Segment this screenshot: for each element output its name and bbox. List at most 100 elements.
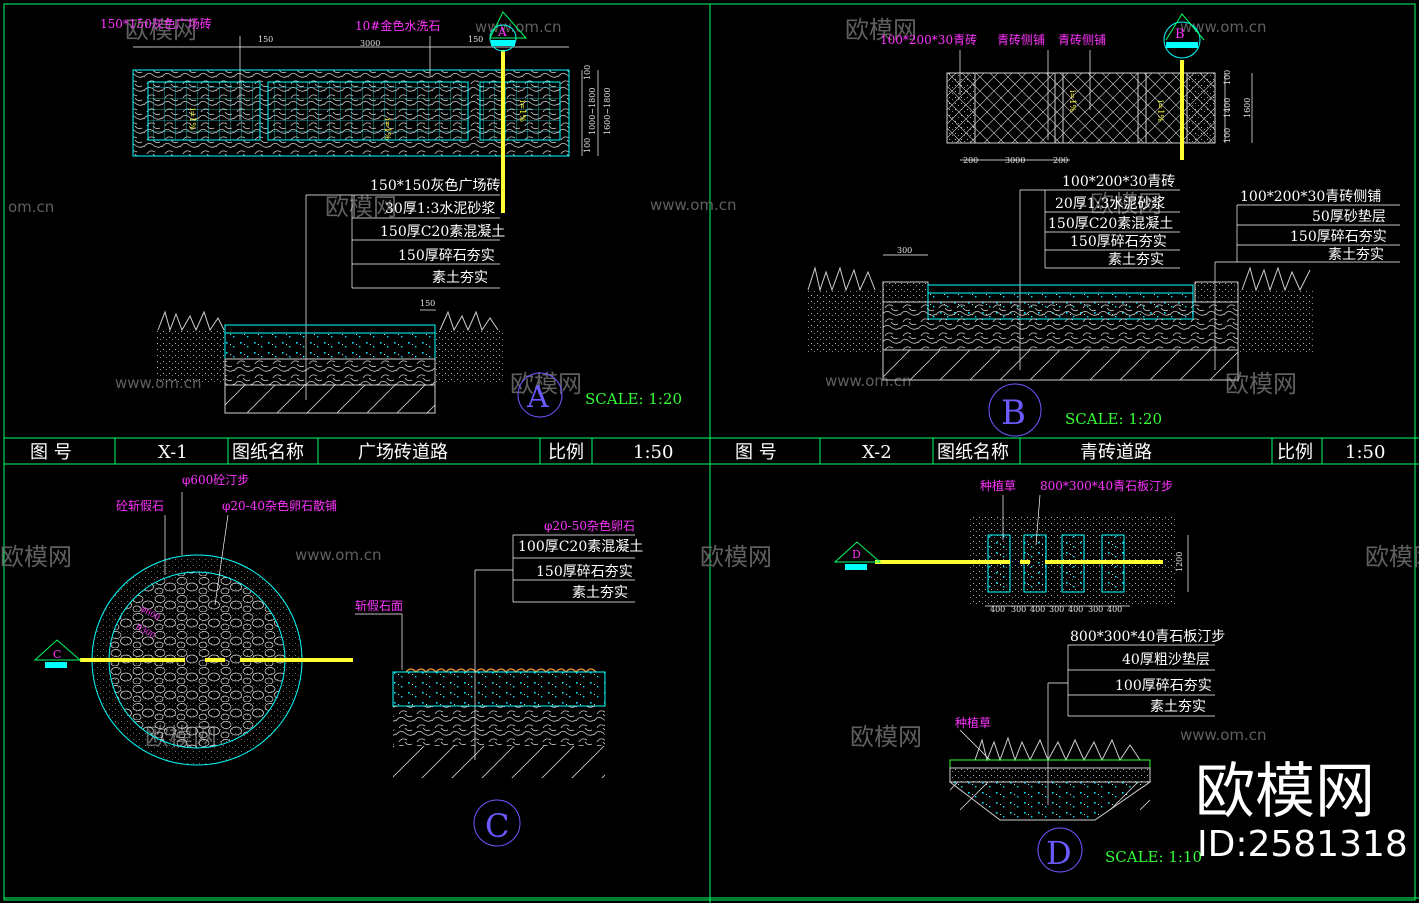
dim-d-4: 400 [1068, 605, 1083, 614]
layer-b-3: 150厚C20素混凝土 [1048, 216, 1173, 232]
label-d-grass: 种植草 [980, 478, 1016, 493]
layer-b-right-2: 50厚砂垫层 [1312, 209, 1386, 225]
layer-b-1: 100*200*30青砖 [1062, 174, 1175, 190]
section-a-concrete [224, 332, 436, 360]
panel-b-blue-brick-road: 100*200*30青砖 青砖侧铺 青砖侧铺 200 3000 200 100 … [807, 13, 1400, 437]
slope-a-1: i=1% [188, 108, 197, 130]
layer-b-4: 150厚碎石夯实 [1070, 234, 1167, 250]
dim-d-6: 400 [1107, 605, 1122, 614]
label-d-slab: 800*300*40青石板汀步 [1040, 479, 1173, 493]
section-b-brick-layer [927, 284, 1194, 294]
section-a-soil [224, 384, 436, 414]
layer-d-1: 800*300*40青石板汀步 [1070, 629, 1225, 645]
label-a-plaza-tile: 150*150灰色广场砖 [100, 16, 212, 31]
scale-d: SCALE: 1:10 [1105, 848, 1202, 866]
title-x2-label-no: 图 号 [735, 442, 777, 463]
title-x1-scale: 1:50 [633, 442, 673, 463]
watermark-site: www.om.cn [295, 546, 382, 564]
watermark-brand: 欧模网 [1090, 190, 1162, 218]
title-x2-name: 青砖道路 [1080, 442, 1152, 463]
slope-b-2: i=1% [1156, 100, 1165, 122]
watermark-site: om.cn [8, 198, 54, 216]
title-x2-scale: 1:50 [1345, 442, 1385, 463]
layer-a-4: 150厚碎石夯实 [398, 248, 495, 264]
dim-d-3: 300 [1049, 605, 1064, 614]
section-tag-c-circle [473, 799, 521, 847]
marker-d-letter: D [852, 548, 861, 561]
section-tag-a: A [526, 380, 549, 415]
plan-a-tile-field [267, 81, 469, 141]
dim-b-200b: 200 [1053, 156, 1068, 165]
layer-c-2: 100厚C20素混凝土 [518, 539, 643, 555]
section-c-gravel [393, 706, 605, 746]
dim-b-100: 100 [1223, 70, 1232, 85]
title-block-x2 [819, 438, 1323, 464]
dim-a-3000: 3000 [360, 39, 380, 48]
layer-d-2: 40厚粗沙垫层 [1122, 652, 1210, 668]
layer-b-5: 素土夯实 [1108, 252, 1164, 268]
layer-b-right-4: 素土夯实 [1328, 247, 1384, 263]
section-a-tile-layer [224, 324, 436, 334]
dim-d-5: 300 [1088, 605, 1103, 614]
label-c-pebbles: φ20-40杂色卵石散铺 [222, 498, 337, 513]
layer-b-right-1: 100*200*30青砖侧铺 [1240, 189, 1381, 205]
layer-c-3: 150厚碎石夯实 [536, 564, 633, 580]
dim-a-100: 100 [583, 65, 592, 80]
brand-overlay-name: 欧模网 [1195, 757, 1375, 827]
dim-d-1: 300 [1011, 605, 1026, 614]
label-a-washed-stone: 10#金色水洗石 [355, 18, 440, 33]
title-x2-label-scale: 比例 [1277, 442, 1313, 463]
label-d-grass-section: 种植草 [955, 715, 991, 730]
section-tag-c: C [485, 807, 509, 845]
section-c-concrete [392, 671, 606, 707]
slope-b-1: i=1% [1068, 90, 1077, 112]
section-marker-a-plan: A [489, 11, 528, 52]
watermark-site: www.om.cn [650, 196, 737, 214]
plan-a-tile-field [479, 81, 561, 141]
title-x1-no: X-1 [158, 442, 188, 463]
layer-a-1: 150*150灰色广场砖 [370, 177, 500, 194]
label-c-step: φ600砼汀步 [182, 473, 249, 487]
watermark-brand: 欧模网 [850, 723, 922, 751]
dim-d-1200: 1200 [1175, 552, 1184, 572]
section-tag-d: D [1046, 834, 1072, 872]
layer-a-2: 30厚1:3水泥砂浆 [385, 201, 495, 217]
brand-overlay-id: ID:2581318 [1197, 824, 1408, 865]
section-marker-b-plan: B [1163, 13, 1205, 59]
section-tag-b: B [1001, 393, 1026, 433]
watermark-brand: 欧模网 [1365, 543, 1419, 571]
panel-c-stepping-stone: φ600 R300 C φ600砼汀步 砼斩假石 φ20-40杂色卵石散铺 斩假… [33, 473, 643, 847]
callout-c-leaders [474, 534, 635, 760]
watermark-site: www.om.cn [1180, 18, 1267, 36]
layer-a-5: 素土夯实 [432, 270, 488, 286]
section-marker-d-plan: D [833, 541, 882, 570]
callout-a-leaders [305, 194, 500, 400]
dim-b-3000: 3000 [1005, 156, 1025, 165]
watermark-brand: 欧模网 [325, 193, 397, 221]
dim-d-2: 400 [1030, 605, 1045, 614]
scale-b: SCALE: 1:20 [1065, 410, 1162, 428]
scale-a: SCALE: 1:20 [585, 390, 682, 408]
section-b-gravel [882, 301, 1239, 351]
dim-a-100b: 100 [583, 138, 592, 153]
label-c-section-face: 斩假石面 [355, 599, 403, 613]
callout-d-leaders [1047, 644, 1215, 805]
section-tag-d-circle [1037, 827, 1083, 873]
layer-c-1: φ20-50杂色卵石 [544, 519, 635, 533]
marker-a-letter: A [497, 25, 507, 39]
callout-b-leaders [1019, 189, 1400, 370]
layer-d-3: 100厚碎石夯实 [1115, 678, 1212, 694]
marker-c-letter: C [53, 648, 61, 661]
watermark-brand: 欧模网 [700, 543, 772, 571]
section-marker-c-plan: C [33, 639, 82, 668]
section-c-pebble-chain [405, 668, 597, 673]
title-x1-label-no: 图 号 [30, 442, 72, 463]
marker-b-letter: B [1175, 27, 1185, 42]
section-tag-b-circle [988, 383, 1042, 437]
title-x2-label-name: 图纸名称 [937, 442, 1009, 463]
dim-a-1600: 1600~1800 [603, 88, 612, 135]
layer-b-right-3: 150厚碎石夯实 [1290, 229, 1387, 245]
layer-d-4: 素土夯实 [1150, 699, 1206, 715]
